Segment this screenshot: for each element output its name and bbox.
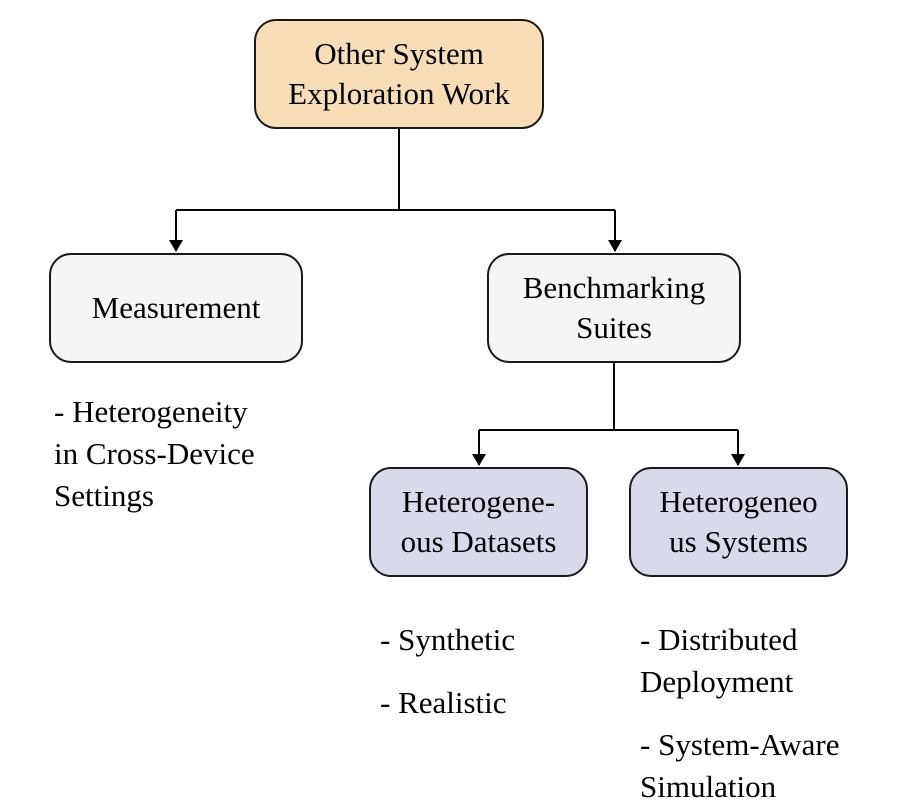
measurement-node-label: Measurement	[91, 290, 261, 325]
datasets-note-synthetic-line: - Synthetic	[380, 622, 516, 657]
systems-note-simulation-line-1: - System-Aware	[640, 727, 840, 762]
datasets-node-line-2: ous Datasets	[400, 524, 557, 559]
root-node: Other System Exploration Work	[254, 19, 544, 129]
systems-node: Heterogeneo us Systems	[629, 467, 848, 577]
measurement-node: Measurement	[49, 253, 303, 363]
systems-node-line-2: us Systems	[669, 524, 808, 559]
measurement-note: - Heterogeneity in Cross-Device Settings	[54, 391, 255, 517]
benchmarking-connector	[472, 362, 745, 466]
systems-note-distributed: - Distributed Deployment	[640, 619, 798, 703]
datasets-note-synthetic: - Synthetic	[380, 619, 515, 661]
datasets-note-realistic-line: - Realistic	[380, 685, 507, 720]
benchmarking-node: Benchmarking Suites	[487, 253, 741, 363]
datasets-node-line-1: Heterogene-	[401, 484, 556, 519]
systems-note-simulation: - System-Aware Simulation	[640, 724, 839, 808]
systems-note-simulation-line-2: Simulation	[640, 769, 777, 804]
measurement-note-line-3: Settings	[54, 478, 154, 513]
root-connector	[169, 128, 622, 252]
benchmarking-node-line-2: Suites	[576, 310, 652, 345]
benchmarking-node-line-1: Benchmarking	[522, 270, 706, 305]
root-node-line-1: Other System	[314, 36, 484, 71]
systems-note-distributed-line-2: Deployment	[640, 664, 794, 699]
datasets-node: Heterogene- ous Datasets	[369, 467, 588, 577]
systems-node-line-1: Heterogeneo	[659, 484, 818, 519]
systems-note-distributed-line-1: - Distributed	[640, 622, 798, 657]
measurement-note-line-2: in Cross-Device	[54, 436, 255, 471]
measurement-note-line-1: - Heterogeneity	[54, 394, 248, 429]
root-node-line-2: Exploration Work	[288, 76, 510, 111]
datasets-note-realistic: - Realistic	[380, 682, 507, 724]
